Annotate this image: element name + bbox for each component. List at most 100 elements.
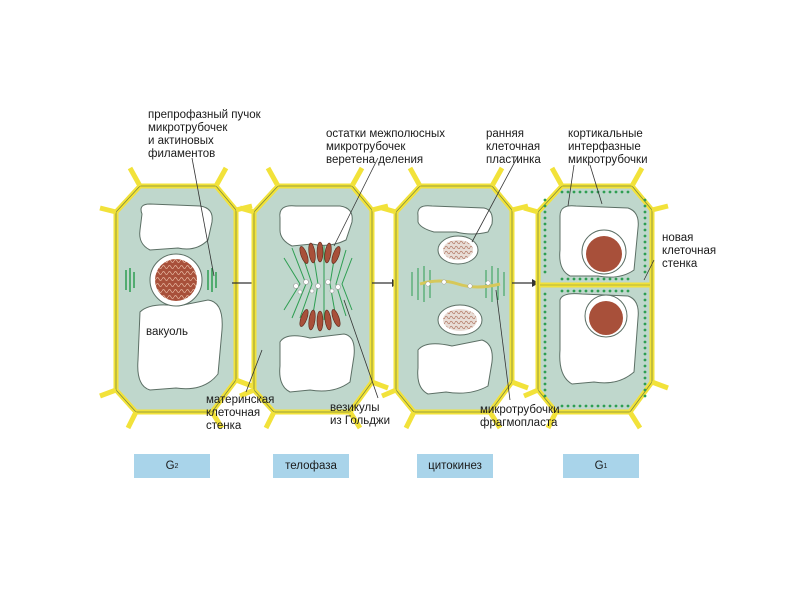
cortical-microtubule-dot	[543, 304, 547, 308]
cortical-microtubule-dot	[602, 190, 606, 194]
cortical-microtubule-dot	[643, 340, 647, 344]
cortical-microtubule-dot	[566, 289, 570, 293]
cortical-microtubule-dot	[543, 204, 547, 208]
cortical-microtubule-dot	[543, 198, 547, 202]
cortical-microtubule-dot	[543, 246, 547, 250]
cortical-microtubule-dot	[543, 352, 547, 356]
cortical-microtubule-dot	[643, 246, 647, 250]
cortical-microtubule-dot	[643, 322, 647, 326]
cortical-microtubule-dot	[590, 289, 594, 293]
cortical-microtubule-dot	[643, 270, 647, 274]
cortical-microtubule-dot	[543, 216, 547, 220]
cortical-microtubule-dot	[643, 352, 647, 356]
cortical-microtubule-dot	[560, 190, 564, 194]
cortical-microtubule-dot	[543, 382, 547, 386]
cortical-microtubule-dot	[620, 404, 624, 408]
cortical-microtubule-dot	[543, 264, 547, 268]
cortical-microtubule-dot	[543, 358, 547, 362]
cortical-microtubule-dot	[560, 277, 564, 281]
cortical-microtubule-dot	[543, 334, 547, 338]
cortical-microtubule-dot	[596, 277, 600, 281]
cortical-microtubule-dot	[578, 190, 582, 194]
cortical-microtubule-dot	[643, 304, 647, 308]
cell-g2	[99, 166, 253, 430]
cortical-microtubule-dot	[643, 316, 647, 320]
cortical-microtubule-dot	[643, 198, 647, 202]
cortical-microtubule-dot	[643, 252, 647, 256]
cortical-microtubule-dot	[572, 277, 576, 281]
cortical-microtubule-dot	[543, 340, 547, 344]
cortical-microtubule-dot	[643, 334, 647, 338]
cortical-microtubule-dot	[643, 264, 647, 268]
cortical-microtubule-dot	[543, 210, 547, 214]
cortical-microtubule-dot	[643, 328, 647, 332]
label-phragmoplast: микротрубочки фрагмопласта	[480, 404, 560, 429]
cortical-microtubule-dot	[643, 310, 647, 314]
cortical-microtubule-dot	[590, 190, 594, 194]
cortical-microtubule-dot	[543, 322, 547, 326]
cortical-microtubule-dot	[643, 394, 647, 398]
cortical-microtubule-dot	[643, 228, 647, 232]
cortical-microtubule-dot	[543, 298, 547, 302]
cortical-microtubule-dot	[578, 404, 582, 408]
cortical-microtubule-dot	[543, 370, 547, 374]
cortical-microtubule-dot	[626, 289, 630, 293]
cortical-microtubule-dot	[643, 234, 647, 238]
cortical-microtubule-dot	[643, 216, 647, 220]
vacuole	[137, 299, 223, 391]
cortical-microtubule-dot	[584, 190, 588, 194]
label-interzonal-remnants: остатки межполюсных микротрубочек верете…	[326, 128, 446, 166]
cortical-microtubule-dot	[578, 277, 582, 281]
cortical-microtubule-dot	[572, 404, 576, 408]
label-preprophase-band: препрофазный пучок микротрубочек и актин…	[148, 109, 261, 160]
golgi-vesicles	[293, 279, 341, 295]
cortical-microtubule-dot	[643, 376, 647, 380]
cortical-microtubule-dot	[543, 222, 547, 226]
cortical-microtubule-dot	[543, 316, 547, 320]
cortical-microtubule-dot	[614, 289, 618, 293]
cortical-microtubule-dot	[543, 240, 547, 244]
cortical-microtubule-dot	[543, 310, 547, 314]
cortical-microtubule-dot	[543, 292, 547, 296]
cortical-microtubule-dot	[643, 298, 647, 302]
cortical-microtubule-dot	[602, 289, 606, 293]
cortical-microtubule-dot	[643, 240, 647, 244]
cortical-microtubule-dot	[572, 289, 576, 293]
cortical-microtubules	[543, 190, 647, 408]
label-golgi-vesicles: везикулы из Гольджи	[330, 402, 391, 427]
cortical-microtubule-dot	[626, 277, 630, 281]
cortical-microtubule-dot	[584, 277, 588, 281]
cortical-microtubule-dot	[643, 258, 647, 262]
cell-g1	[523, 166, 669, 430]
cortical-microtubule-dot	[596, 289, 600, 293]
cortical-microtubule-dot	[608, 190, 612, 194]
cortical-microtubule-dot	[643, 204, 647, 208]
cortical-microtubule-dot	[543, 388, 547, 392]
cortical-microtubule-dot	[643, 292, 647, 296]
label-cortical-microtubules: кортикальные интерфазные микротрубочки	[568, 128, 648, 166]
cortical-microtubule-dot	[643, 210, 647, 214]
cortical-microtubule-dot	[543, 346, 547, 350]
cortical-microtubule-dot	[543, 270, 547, 274]
cortical-microtubule-dot	[560, 289, 564, 293]
cortical-microtubule-dot	[643, 388, 647, 392]
cortical-microtubule-dot	[543, 364, 547, 368]
cortical-microtubule-dot	[602, 404, 606, 408]
cortical-microtubule-dot	[620, 277, 624, 281]
stage-cytokinesis: цитокинез	[417, 454, 493, 478]
cortical-microtubule-dot	[620, 289, 624, 293]
cortical-microtubule-dot	[543, 228, 547, 232]
cortical-microtubule-dot	[643, 364, 647, 368]
cell-telophase	[239, 166, 389, 430]
cortical-microtubule-dot	[543, 234, 547, 238]
arrow-3	[512, 279, 539, 287]
upper-vacuole	[139, 203, 213, 251]
cortical-microtubule-dot	[578, 289, 582, 293]
preprophase-band	[125, 268, 217, 292]
cortical-microtubule-dot	[543, 258, 547, 262]
cortical-microtubule-dot	[602, 277, 606, 281]
cortical-microtubule-dot	[584, 404, 588, 408]
